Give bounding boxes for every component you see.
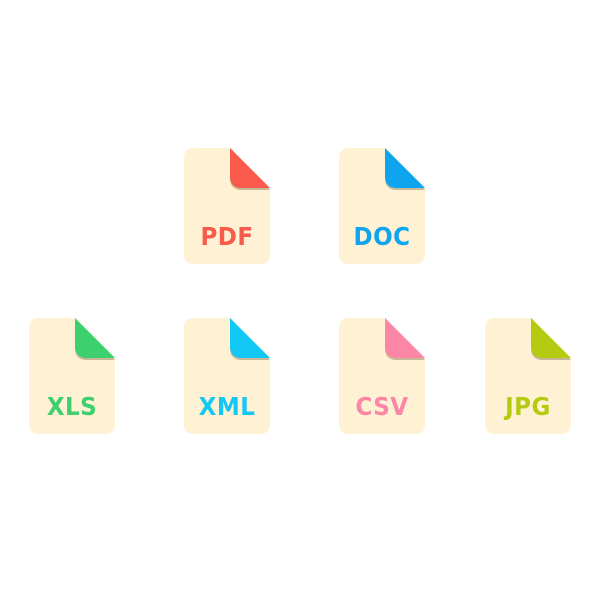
document-page-icon [184,318,270,434]
document-page-icon [184,148,270,264]
csv-file-icon[interactable]: CSV [339,318,425,434]
doc-file-icon[interactable]: DOC [339,148,425,264]
document-page-icon [339,318,425,434]
document-page-icon [29,318,115,434]
file-type-label: JPG [505,392,551,421]
document-page-icon [339,148,425,264]
file-type-label: XLS [46,392,98,421]
file-type-label: CSV [355,392,409,421]
xls-file-icon[interactable]: XLS [29,318,115,434]
jpg-file-icon[interactable]: JPG [485,318,571,434]
file-type-label: XML [198,392,256,421]
xml-file-icon[interactable]: XML [184,318,270,434]
file-type-label: DOC [353,222,411,251]
pdf-file-icon[interactable]: PDF [184,148,270,264]
document-page-icon [485,318,571,434]
file-type-label: PDF [200,222,254,251]
